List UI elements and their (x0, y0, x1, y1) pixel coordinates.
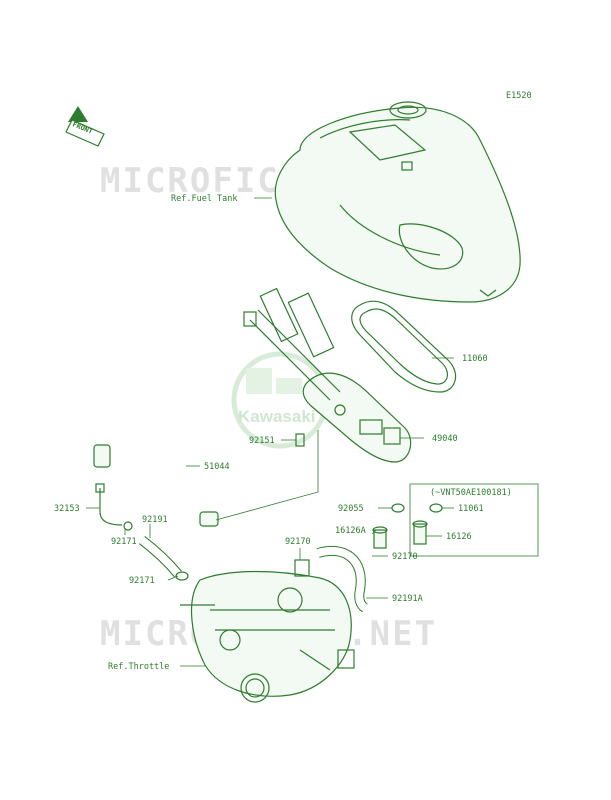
oring-11061 (429, 503, 443, 513)
hose-51044 (93, 430, 319, 527)
sensor-16126 (412, 520, 428, 545)
hose-92191a (316, 545, 368, 613)
label-16126a: 16126A (335, 526, 366, 536)
label-ref-fuel-tank: Ref.Fuel Tank (171, 194, 238, 204)
front-arrow-icon: FRONT (65, 106, 105, 147)
label-92191: 92191 (142, 515, 168, 525)
label-92170-a: 92170 (285, 537, 311, 547)
label-51044: 51044 (204, 462, 230, 472)
label-11061: 11061 (458, 504, 484, 514)
fuel-tank (274, 101, 521, 303)
kawasaki-logo-text: Kawasaki (238, 407, 316, 426)
label-32153: 32153 (54, 504, 80, 514)
hose-92191 (138, 536, 189, 581)
label-92171-a: 92171 (111, 537, 137, 547)
variant-note: (~VNT50AE100181) (430, 488, 512, 498)
label-16126: 16126 (446, 532, 472, 542)
variant-bracket (409, 483, 539, 557)
label-11060: 11060 (462, 354, 488, 364)
label-92171-b: 92171 (129, 576, 155, 586)
washer-92055 (391, 503, 405, 513)
leader-lines (86, 197, 454, 667)
label-49040: 49040 (432, 434, 458, 444)
label-92151: 92151 (249, 436, 275, 446)
throttle-body (180, 559, 355, 703)
label-ref-throttle: Ref.Throttle (108, 662, 169, 672)
label-92191a: 92191A (392, 594, 423, 604)
gasket-11060 (351, 300, 457, 393)
diagram-code: E1520 (506, 91, 532, 101)
label-92055: 92055 (338, 504, 364, 514)
breather-tube-32153 (95, 483, 133, 531)
fuel-pump-assembly (243, 287, 412, 463)
label-92170-b: 92170 (392, 552, 418, 562)
sensor-16126a (372, 526, 388, 549)
